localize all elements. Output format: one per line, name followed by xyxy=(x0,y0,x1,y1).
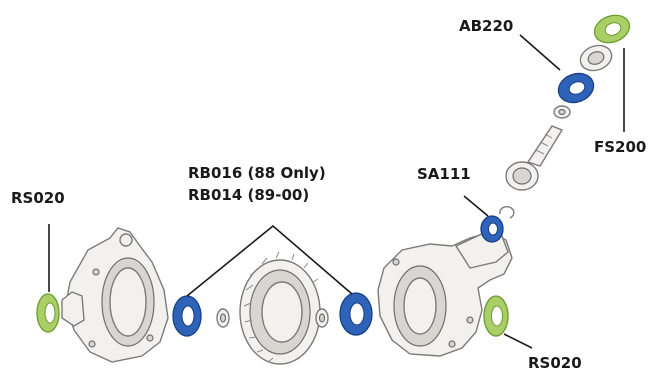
pinion-gear xyxy=(506,126,562,190)
label-rb-line1: RB016 (88 Only) xyxy=(188,164,326,182)
fs200-seal xyxy=(591,11,634,48)
left-housing-half xyxy=(62,228,168,362)
shim-left xyxy=(217,309,229,327)
rb-bearing-right xyxy=(340,293,372,335)
pinion-nut xyxy=(577,41,615,74)
right-housing-half xyxy=(378,232,512,356)
label-ab220: AB220 xyxy=(459,17,513,35)
snap-ring xyxy=(500,207,514,218)
ring-gear xyxy=(240,252,320,364)
ab220-bearing xyxy=(554,69,597,108)
shim-right xyxy=(316,309,328,327)
rb-bearing-left xyxy=(173,296,201,336)
label-sa111: SA111 xyxy=(417,165,471,183)
label-fs200: FS200 xyxy=(594,138,646,156)
label-rs020-left: RS020 xyxy=(11,189,65,207)
label-rb-line2: RB014 (89-00) xyxy=(188,186,309,204)
pinion-spacer xyxy=(554,106,570,118)
sa111-bearing xyxy=(481,216,503,242)
label-rs020-right: RS020 xyxy=(528,354,582,372)
rs020-right-seal xyxy=(484,296,508,336)
rs020-left-seal xyxy=(37,294,59,332)
